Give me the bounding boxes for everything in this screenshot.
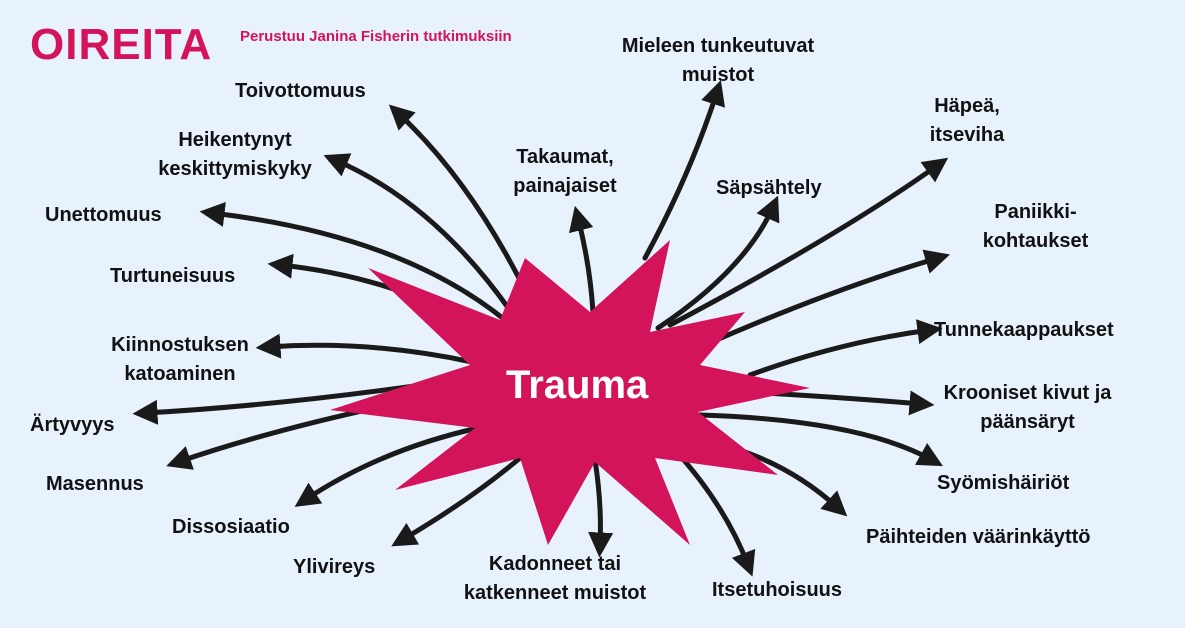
arrow-takaumat xyxy=(568,205,596,315)
symptom-label: Tunnekaappaukset xyxy=(934,319,1114,341)
arrow-sapsahtely xyxy=(655,195,780,331)
arrow-hapea xyxy=(667,157,949,328)
symptom-label: Heikentynyt keskittymiskyky xyxy=(158,129,312,180)
center-label: Trauma xyxy=(506,363,649,407)
symptom-label: Häpeä, itseviha xyxy=(929,95,1005,146)
symptom-label: Toivottomuus xyxy=(235,80,366,102)
trauma-star xyxy=(330,240,810,545)
symptom-label: Päihteiden väärinkäyttö xyxy=(866,526,1091,548)
symptom-label: Ärtyvyys xyxy=(30,414,115,436)
symptom-label: Paniikki-kohtaukset xyxy=(982,201,1089,252)
arrow-ylivireys xyxy=(391,455,523,547)
symptom-label: Turtuneisuus xyxy=(110,265,236,287)
symptom-label: Mieleen tunkeutuvat muistot xyxy=(621,35,815,86)
page-title: OIREITA xyxy=(30,20,213,69)
symptom-label: Krooniset kivut ja päänsäryt xyxy=(943,382,1112,433)
page-subtitle: Perustuu Janina Fisherin tutkimuksiin xyxy=(240,28,512,45)
symptom-label: Kiinnostuksen katoaminen xyxy=(111,334,249,385)
arrow-dissosiaatio xyxy=(294,425,481,507)
symptom-label: Syömishäiriöt xyxy=(937,472,1070,494)
arrow-kadonneet xyxy=(588,457,614,558)
arrow-mieleen xyxy=(642,80,726,261)
symptom-label: Unettomuus xyxy=(45,204,162,226)
arrow-kiinnostuksen xyxy=(255,333,475,365)
symptom-label: Masennus xyxy=(46,473,144,495)
arrow-tunnekaappaukset xyxy=(747,319,943,378)
symptom-label: Kadonneet tai katkenneet muistot xyxy=(463,553,647,604)
arrow-toivottomuus xyxy=(388,104,528,293)
symptom-label: Itsetuhoisuus xyxy=(712,579,843,601)
symptom-label: Takaumat, painajaiset xyxy=(513,146,617,197)
arrow-keskittymiskyky xyxy=(323,153,523,328)
arrow-paniikki xyxy=(702,249,950,348)
symptom-label: Ylivireys xyxy=(293,556,376,578)
arrow-krooniset xyxy=(762,390,935,416)
symptom-label: Säpsähtely xyxy=(716,177,822,199)
arrow-syomishairiot xyxy=(697,412,943,467)
arrow-itsetuhoisuus xyxy=(672,447,756,577)
arrow-unettomuus xyxy=(199,202,508,323)
symptom-label: Dissosiaatio xyxy=(172,516,290,538)
